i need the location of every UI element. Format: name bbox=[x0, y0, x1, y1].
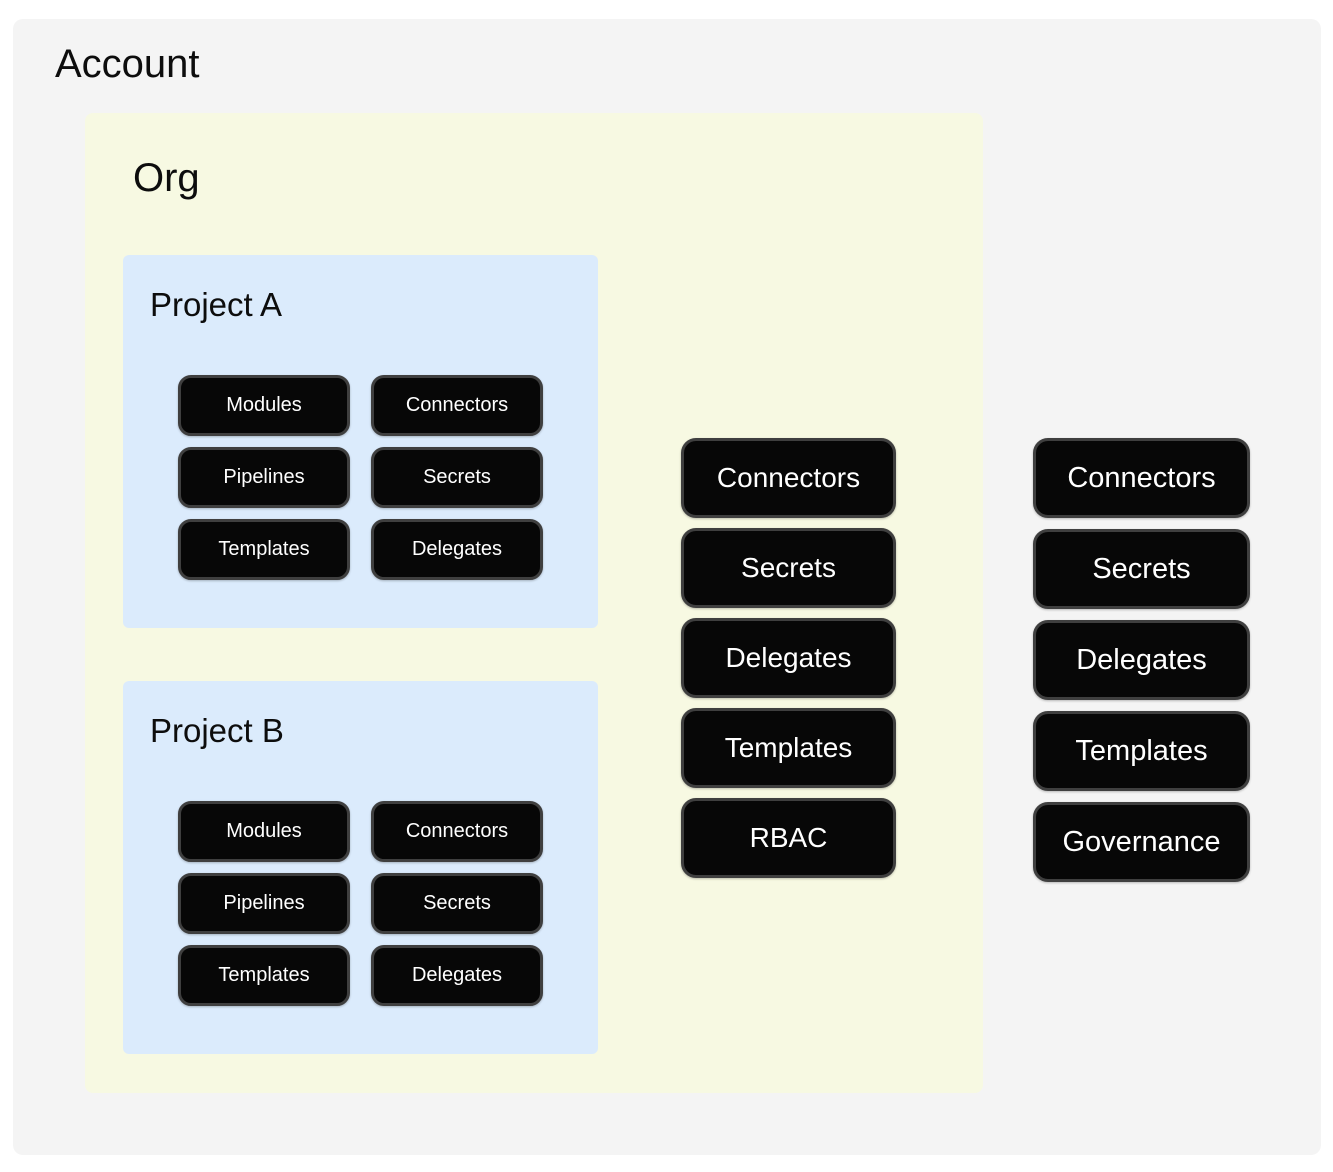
project-b-resource-grid: Modules Connectors Pipelines Secrets Tem… bbox=[178, 801, 543, 1006]
account-container: Account Org Project A Modules Connectors… bbox=[13, 19, 1321, 1155]
project-a-node-templates: Templates bbox=[178, 519, 350, 580]
project-a-node-secrets: Secrets bbox=[371, 447, 543, 508]
project-a-node-pipelines: Pipelines bbox=[178, 447, 350, 508]
project-a-resource-grid: Modules Connectors Pipelines Secrets Tem… bbox=[178, 375, 543, 580]
project-b-node-connectors: Connectors bbox=[371, 801, 543, 862]
project-b-node-delegates: Delegates bbox=[371, 945, 543, 1006]
account-node-delegates: Delegates bbox=[1033, 620, 1250, 700]
project-b-node-modules: Modules bbox=[178, 801, 350, 862]
account-resource-column: Connectors Secrets Delegates Templates G… bbox=[1033, 438, 1250, 882]
account-node-secrets: Secrets bbox=[1033, 529, 1250, 609]
org-title: Org bbox=[133, 156, 200, 200]
org-node-connectors: Connectors bbox=[681, 438, 896, 518]
project-a-title: Project A bbox=[150, 286, 283, 323]
project-a-node-modules: Modules bbox=[178, 375, 350, 436]
org-node-rbac: RBAC bbox=[681, 798, 896, 878]
project-b-node-pipelines: Pipelines bbox=[178, 873, 350, 934]
project-b-node-secrets: Secrets bbox=[371, 873, 543, 934]
org-resource-column: Connectors Secrets Delegates Templates R… bbox=[681, 438, 896, 878]
project-b-container: Project B Modules Connectors Pipelines S… bbox=[123, 681, 598, 1054]
org-node-secrets: Secrets bbox=[681, 528, 896, 608]
account-node-templates: Templates bbox=[1033, 711, 1250, 791]
account-node-connectors: Connectors bbox=[1033, 438, 1250, 518]
account-node-governance: Governance bbox=[1033, 802, 1250, 882]
org-node-delegates: Delegates bbox=[681, 618, 896, 698]
project-a-node-connectors: Connectors bbox=[371, 375, 543, 436]
org-container: Org Project A Modules Connectors Pipelin… bbox=[85, 113, 983, 1093]
project-a-node-delegates: Delegates bbox=[371, 519, 543, 580]
project-b-node-templates: Templates bbox=[178, 945, 350, 1006]
project-b-title: Project B bbox=[150, 712, 284, 749]
org-node-templates: Templates bbox=[681, 708, 896, 788]
project-a-container: Project A Modules Connectors Pipelines S… bbox=[123, 255, 598, 628]
account-title: Account bbox=[55, 42, 200, 86]
